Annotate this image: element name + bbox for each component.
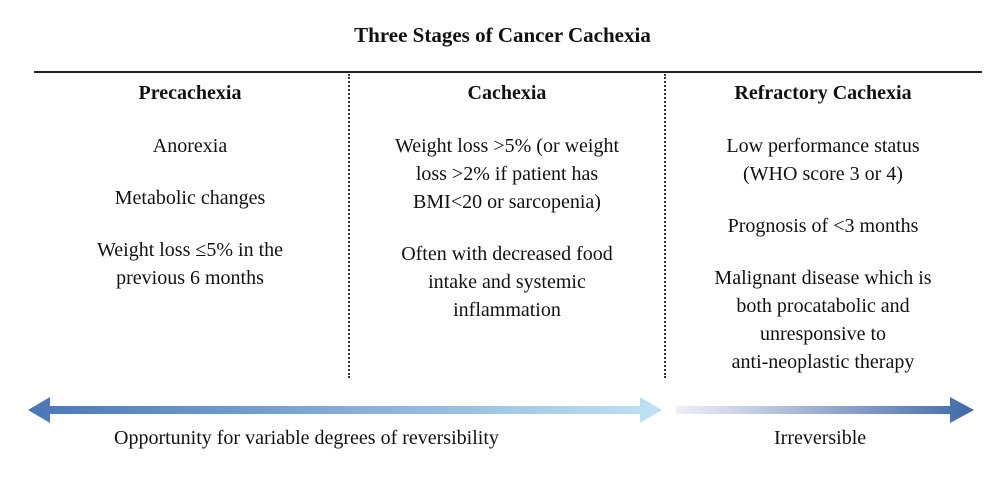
criterion-line: Anorexia — [152, 135, 228, 157]
criterion-line: Prognosis of <3 months — [727, 215, 919, 237]
criterion-line: inflammation — [453, 299, 561, 321]
criterion-line: Malignant disease which is — [714, 267, 932, 289]
reversibility-arrows — [28, 397, 974, 423]
criterion-line: unresponsive to — [759, 323, 887, 345]
column-heading: Precachexia — [138, 82, 242, 104]
column-refractory-cachexia: Refractory Cachexia Low performance stat… — [666, 79, 980, 400]
criterion-line: previous 6 months — [116, 267, 264, 289]
criterion-item: Anorexia — [34, 132, 346, 160]
header-rule — [34, 71, 982, 73]
column-heading: Cachexia — [467, 82, 547, 104]
criterion-line: (WHO score 3 or 4) — [743, 163, 903, 185]
criterion-item: Often with decreased food intake and sys… — [350, 240, 664, 324]
column-cachexia: Cachexia Weight loss >5% (or weight loss… — [350, 79, 664, 348]
irreversible-label: Irreversible — [774, 427, 867, 449]
criterion-line: Metabolic changes — [114, 187, 266, 209]
reversibility-label: Opportunity for variable degrees of reve… — [114, 427, 499, 449]
criterion-item: Weight loss ≤5% in the previous 6 months — [34, 236, 346, 292]
column-precachexia: Precachexia Anorexia Metabolic changes W… — [34, 79, 346, 316]
criterion-line: Weight loss >5% (or weight — [394, 135, 620, 157]
criterion-line: Often with decreased food — [401, 243, 613, 265]
column-divider-1 — [348, 74, 350, 378]
irreversible-arrow — [676, 397, 974, 423]
criterion-line: both procatabolic and — [736, 295, 910, 317]
column-heading: Refractory Cachexia — [734, 82, 912, 104]
criterion-item: Metabolic changes — [34, 184, 346, 212]
diagram-title: Three Stages of Cancer Cachexia — [354, 23, 651, 47]
reversible-double-arrow — [28, 397, 662, 423]
criterion-item: Malignant disease which is both procatab… — [666, 264, 980, 376]
column-divider-2 — [664, 74, 666, 378]
criterion-line: anti-neoplastic therapy — [731, 351, 915, 373]
criterion-line: BMI<20 or sarcopenia) — [413, 191, 601, 213]
criterion-line: Low performance status — [726, 135, 920, 157]
criterion-item: Prognosis of <3 months — [666, 212, 980, 240]
criterion-item: Weight loss >5% (or weight loss >2% if p… — [350, 132, 664, 216]
criterion-line: loss >2% if patient has — [415, 163, 599, 185]
criterion-item: Low performance status (WHO score 3 or 4… — [666, 132, 980, 188]
criterion-line: intake and systemic — [428, 271, 586, 293]
criterion-line: Weight loss ≤5% in the — [96, 239, 283, 261]
